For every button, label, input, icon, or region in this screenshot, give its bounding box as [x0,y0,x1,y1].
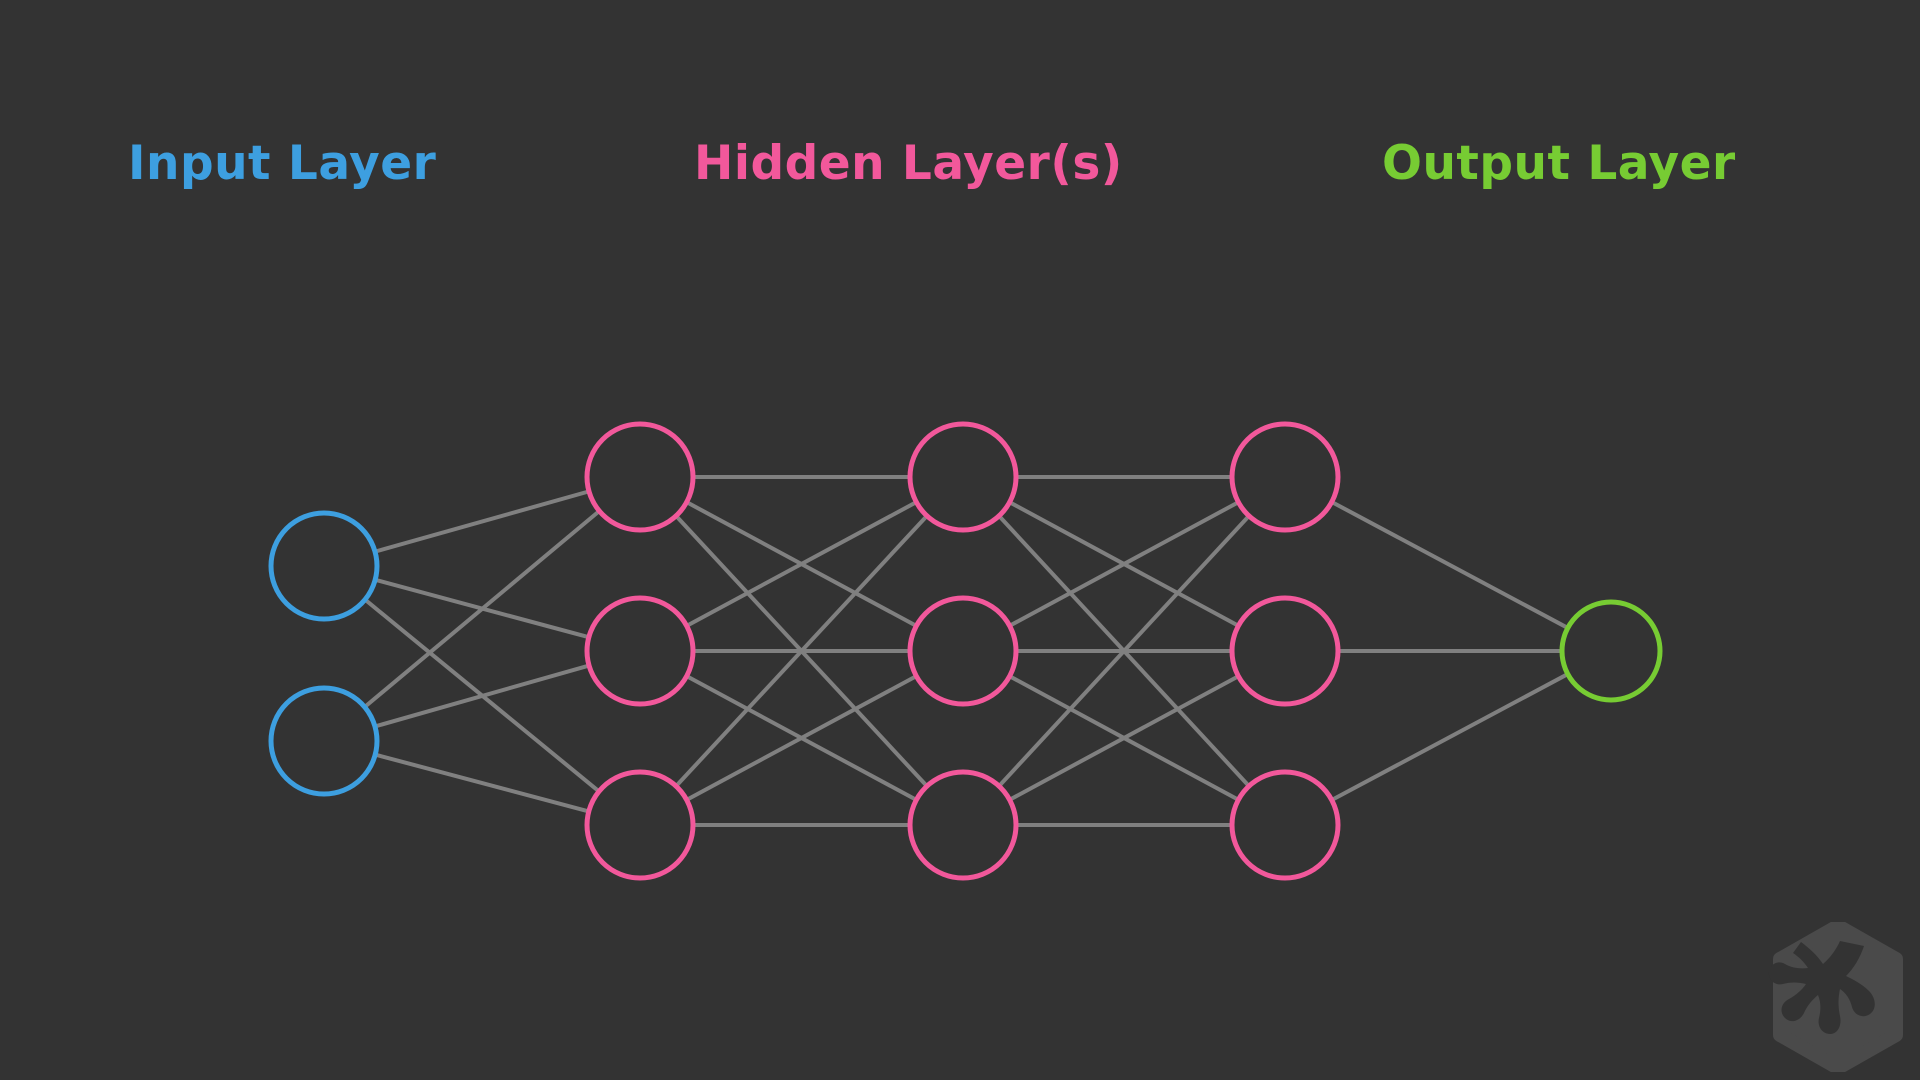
connection-edge [374,489,590,554]
connection-edge [1330,672,1569,802]
input-neuron-node[interactable] [268,685,380,797]
connection-edge [1330,500,1569,630]
hidden-neuron-node[interactable] [584,595,696,707]
neuron-nodes [268,421,1663,881]
hidden-neuron-node[interactable] [907,595,1019,707]
connection-edge [997,514,1251,788]
connection-edge [1008,500,1240,628]
connection-edges [363,475,1569,827]
connection-edge [685,500,918,628]
hidden-neuron-node[interactable] [907,421,1019,533]
connection-edge [674,514,929,788]
connection-edge [374,752,590,814]
connection-edge [363,509,601,709]
input-layer-label: Input Layer [128,136,437,191]
hidden-neuron-node[interactable] [1229,769,1341,881]
output-layer-label: Output Layer [1382,136,1736,191]
hidden-neuron-node[interactable] [907,769,1019,881]
input-neuron-node[interactable] [268,510,380,622]
hidden-layer-label: Hidden Layer(s) [694,136,1123,191]
hidden-neuron-node[interactable] [1229,595,1341,707]
hidden-neuron-node[interactable] [584,769,696,881]
connection-edge [374,663,590,729]
connection-edge [685,674,918,802]
hidden-neuron-node[interactable] [584,421,696,533]
connection-edge [1008,674,1240,802]
hidden-neuron-node[interactable] [1229,421,1341,533]
output-neuron-node[interactable] [1559,599,1663,703]
